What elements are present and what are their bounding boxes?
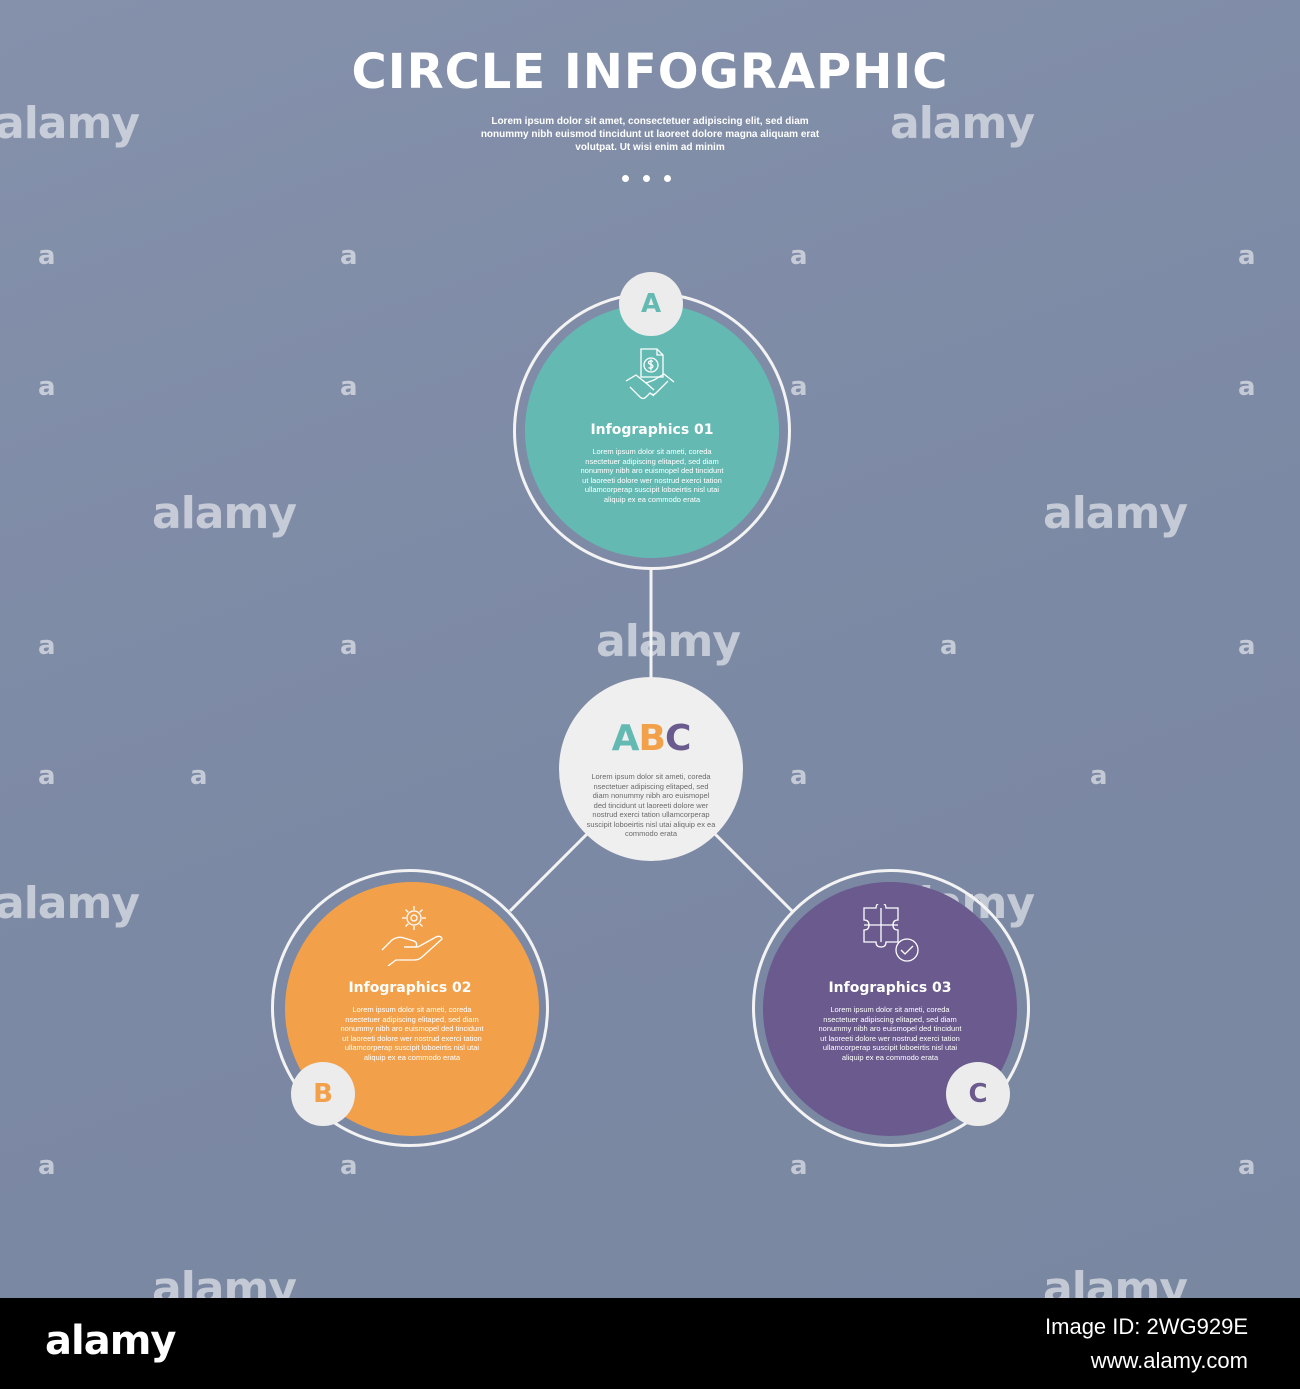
watermark-letter: a: [190, 761, 208, 791]
circle-b-title: Infographics 02: [348, 980, 472, 996]
footer-url: www.alamy.com: [1090, 1348, 1248, 1373]
infographic-canvas: alamy alamy alamy alamy alamy alamy alam…: [0, 0, 1300, 1298]
watermark: alamy: [152, 1263, 297, 1298]
circle-b-ring: [271, 869, 549, 1147]
page-title: CIRCLE INFOGRAPHIC: [351, 44, 949, 100]
watermark-letter: a: [38, 241, 56, 271]
circle-b-body: Lorem ipsum dolor sit ameti, coreda nsec…: [340, 1005, 484, 1062]
watermark-letter: a: [340, 241, 358, 271]
watermark-letter: a: [790, 241, 808, 271]
watermark-letter: a: [38, 631, 56, 661]
circle-c-ring: [752, 869, 1030, 1147]
dot: [643, 175, 650, 182]
connector-lines: [508, 568, 794, 913]
watermark-letter: a: [790, 761, 808, 791]
circle-c-body: Lorem ipsum dolor sit ameti, coreda nsec…: [818, 1005, 962, 1062]
circle-a-disc: [525, 304, 779, 558]
watermark-letter: a: [340, 631, 358, 661]
center-letter-a: A: [611, 718, 640, 759]
watermark: alamy: [0, 98, 140, 149]
watermark-letter: a: [1090, 761, 1108, 791]
circle-a-title: Infographics 01: [590, 422, 714, 438]
puzzle-check-icon: [863, 904, 919, 962]
watermark: alamy: [890, 98, 1035, 149]
watermark-letter: a: [1238, 1151, 1256, 1181]
badge-c: C: [946, 1062, 1010, 1126]
pagination-dots: [622, 175, 671, 182]
watermark: alamy: [1043, 1263, 1188, 1298]
connector-b: [508, 832, 589, 913]
center-body: Lorem ipsum dolor sit ameti, coreda nsec…: [586, 772, 716, 838]
circle-a-body: Lorem ipsum dolor sit ameti, coreda nsec…: [580, 447, 724, 504]
center-letter-c: C: [664, 718, 691, 759]
footer-logo: alamy: [45, 1318, 176, 1364]
badge-b: B: [291, 1062, 355, 1126]
watermark: alamy: [1043, 488, 1188, 539]
center-letter-b: B: [638, 718, 666, 759]
watermark-letter: a: [940, 631, 958, 661]
watermark-letter: a: [1238, 241, 1256, 271]
watermark-letter: a: [38, 1151, 56, 1181]
dot: [622, 175, 629, 182]
watermark-letter: a: [340, 1151, 358, 1181]
footer-bar: alamy Image ID: 2WG929E www.alamy.com: [0, 1298, 1300, 1389]
watermark-letter: a: [1238, 631, 1256, 661]
circle-c-title: Infographics 03: [828, 980, 952, 996]
footer-image-id: Image ID: 2WG929E: [1045, 1314, 1248, 1339]
center-title: ABC: [559, 718, 743, 759]
dot: [664, 175, 671, 182]
badge-a: A: [619, 272, 683, 336]
page-subtitle: Lorem ipsum dolor sit amet, consectetuer…: [480, 116, 820, 153]
watermark: alamy: [152, 488, 297, 539]
watermark-letter: a: [1238, 372, 1256, 402]
watermark: alamy: [0, 878, 140, 929]
watermark-letter: a: [38, 761, 56, 791]
watermark-letter: a: [340, 372, 358, 402]
connector-c: [713, 832, 794, 913]
hand-gear-icon: [381, 906, 443, 966]
watermark-letter: a: [790, 372, 808, 402]
watermark-letter: a: [790, 1151, 808, 1181]
handshake-money-icon: [625, 348, 675, 400]
watermark: alamy: [596, 616, 741, 667]
watermark-letter: a: [38, 372, 56, 402]
center-circle: [559, 677, 743, 861]
